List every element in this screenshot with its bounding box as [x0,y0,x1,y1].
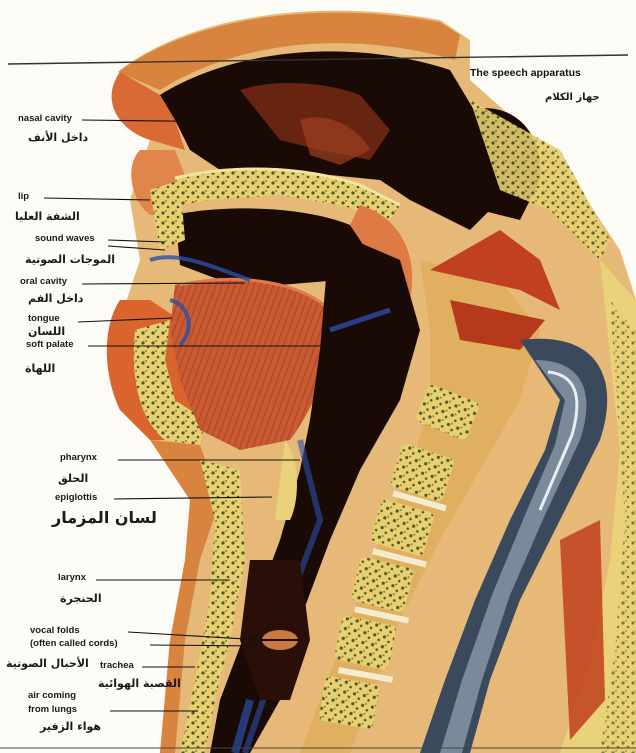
label-epiglottis: epiglottis [55,493,97,503]
label-pharynx: pharynx [60,453,97,463]
label-tongue-arabic: اللسان [28,325,65,338]
label-pharynx-arabic: الحلق [58,472,88,485]
label-vocal-folds-arabic: الأحبال الصوتية [6,657,89,670]
label-soft-palate-arabic: اللهاة [25,362,55,375]
label-sound-waves-arabic: الموجات الصوتية [25,253,115,266]
label-vocal-folds-note: (often called cords) [30,639,118,649]
label-air-from-lungs-arabic: هواء الزفير [40,720,101,733]
label-lip-arabic: الشفة العليا [15,210,80,223]
label-soft-palate: soft palate [26,340,74,350]
label-sound-waves: sound waves [35,234,95,244]
label-air-from-lungs: air coming [28,691,76,701]
label-nasal-cavity: nasal cavity [18,114,72,124]
label-nasal-cavity-arabic: داخل الأنف [28,131,88,144]
diagram-title-arabic: جهاز الكلام [545,92,600,103]
label-larynx-arabic: الحنجرة [60,592,102,605]
label-trachea-arabic: القصبة الهوائية [98,677,181,690]
label-vocal-folds: vocal folds [30,626,80,636]
label-oral-cavity: oral cavity [20,277,67,287]
label-tongue: tongue [28,314,60,324]
label-epiglottis-arabic: لسان المزمار [52,508,157,527]
label-oral-cavity-arabic: داخل الفم [28,292,83,305]
label-air-from-lungs-2: from lungs [28,705,77,715]
label-trachea: trachea [100,661,134,671]
diagram-title: The speech apparatus [470,67,581,79]
label-lip: lip [18,192,29,202]
label-larynx: larynx [58,573,86,583]
